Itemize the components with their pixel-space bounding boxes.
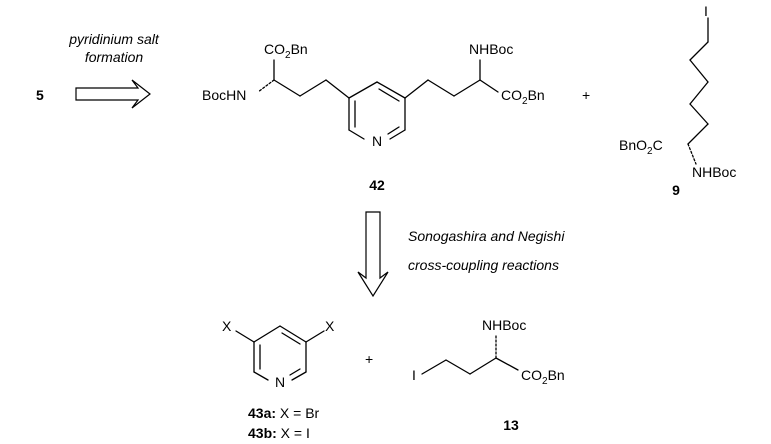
compound-13-label: 13 — [503, 417, 519, 433]
compound-43-substituent-left: X — [222, 318, 232, 334]
step2-line1: Sonogashira and Negishi — [408, 228, 565, 244]
compound-42-right-ester: CO2Bn — [501, 87, 545, 107]
compound-42-structure — [257, 59, 499, 140]
compound-13-structure — [421, 335, 519, 375]
compound-9-amine: NHBoc — [692, 164, 736, 180]
compound-9-ester: BnO2C — [619, 137, 663, 157]
compound-43a-label: 43a: X = Br — [248, 405, 320, 421]
compound-42-label: 42 — [369, 177, 385, 193]
compound-43-structure — [235, 325, 325, 381]
compound-42-ring-n: N — [372, 133, 382, 149]
compound-13-amine: NHBoc — [482, 317, 526, 333]
compound-13-iodide: I — [412, 367, 416, 383]
compound-43-ring-n: N — [275, 374, 285, 390]
compound-42-left-amine: BocHN — [202, 87, 246, 103]
compound-13-ester: CO2Bn — [521, 367, 565, 387]
compound-9-label: 9 — [672, 182, 680, 198]
compound-43b-label: 43b: X = I — [248, 425, 310, 441]
compound-9-iodide: I — [704, 3, 708, 19]
compound-9-structure — [687, 17, 709, 165]
retro-arrow-2 — [357, 211, 389, 298]
compound-42-left-ester: CO2Bn — [264, 41, 308, 61]
plus-sign-2: + — [365, 351, 373, 367]
step1-line2: formation — [85, 49, 144, 65]
step2-line2: cross-coupling reactions — [408, 257, 559, 273]
compound-42-right-amine: NHBoc — [469, 41, 513, 57]
compound-43-substituent-right: X — [325, 318, 335, 334]
compound-5-label: 5 — [36, 87, 44, 103]
step1-line1: pyridinium salt — [68, 31, 160, 47]
plus-sign-1: + — [582, 87, 590, 103]
retro-arrow-1 — [75, 79, 151, 109]
